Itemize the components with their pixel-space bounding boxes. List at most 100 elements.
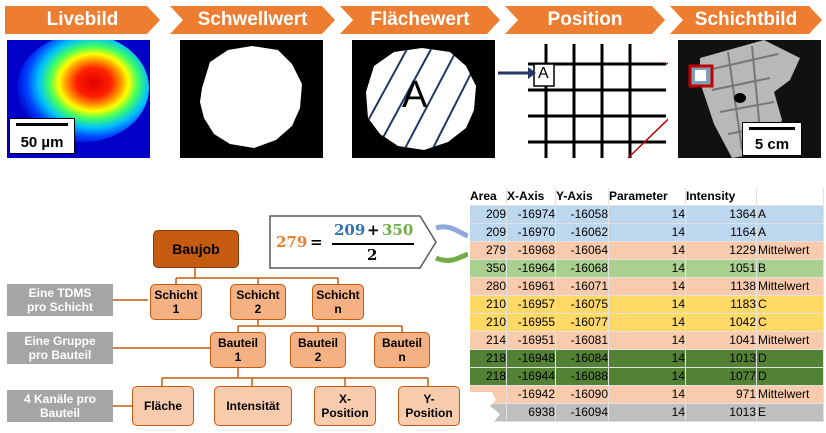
col-header-parameter: Parameter — [608, 188, 686, 206]
table-cell: -16090 — [555, 385, 609, 404]
threshold-blob — [200, 46, 302, 148]
table-cell: 1229 — [685, 241, 757, 260]
node-x-position: X- Position — [314, 386, 376, 426]
node-intensitaet: Intensität — [214, 386, 292, 426]
position-grid — [498, 44, 689, 159]
step-flaechewert: Flächewert — [340, 6, 500, 34]
hierarchy-connectors — [113, 268, 429, 407]
table-cell: -16084 — [555, 349, 609, 368]
table-header-row: Area X-Axis Y-Axis Parameter Intensity — [470, 188, 824, 206]
table-cell: 1364 — [685, 205, 757, 224]
table-cell: 14 — [608, 205, 686, 224]
formula-a: 209 — [334, 221, 366, 239]
formula: 279 = 209 + 350 2 — [272, 218, 414, 268]
table-cell: -16058 — [555, 205, 609, 224]
table-cell: 350 — [470, 259, 507, 278]
col-header-label — [756, 188, 824, 206]
node-schicht-2: Schicht 2 — [230, 284, 286, 320]
table-cell: -16942 — [506, 385, 556, 404]
table-cell: 14 — [608, 403, 686, 422]
table-cell: 218 — [470, 367, 507, 386]
col-header-y-axis: Y-Axis — [555, 188, 609, 206]
col-header-x-axis: X-Axis — [506, 188, 556, 206]
table-cell: -16088 — [555, 367, 609, 386]
table-cell: 1042 — [685, 313, 757, 332]
data-table: Area X-Axis Y-Axis Parameter Intensity 2… — [470, 188, 824, 422]
step-label: Schwellwert — [197, 9, 308, 30]
scale-label: 5 cm — [754, 136, 790, 153]
table-cell: Mittelwert — [756, 385, 824, 404]
table-cell: 209 — [470, 223, 507, 242]
step-livebild: Livebild — [5, 6, 160, 34]
table-cell: -16944 — [506, 367, 556, 386]
table-cell: 14 — [608, 241, 686, 260]
table-cell: 1013 — [685, 403, 757, 422]
formula-divisor: 2 — [367, 246, 378, 264]
table-cell: 14 — [608, 259, 686, 278]
fraction-bar — [332, 243, 414, 245]
table-cell: -16062 — [555, 223, 609, 242]
table-cell: -16071 — [555, 277, 609, 296]
step-position: Position — [505, 6, 665, 34]
node-flaeche: Fläche — [132, 386, 194, 426]
formula-callout — [269, 215, 468, 269]
scale-bar-5cm: 5 cm — [742, 122, 802, 156]
table-cell: 214 — [470, 331, 507, 350]
schichtbild-image: 5 cm — [678, 40, 821, 158]
table-cell: -16964 — [506, 259, 556, 278]
table-cell: 14 — [608, 223, 686, 242]
table-cell: 1138 — [685, 277, 757, 296]
table-cell: 971 — [685, 385, 757, 404]
side-label-kanaele: 4 Kanäle pro Bauteil — [7, 390, 113, 422]
table-cell: B — [756, 259, 824, 278]
table-cell: D — [756, 349, 824, 368]
table-cell: 279 — [470, 241, 507, 260]
node-schicht-1: Schicht 1 — [150, 284, 202, 320]
table-cell: Mittelwert — [756, 241, 824, 260]
node-bauteil-1: Bauteil 1 — [210, 332, 266, 368]
table-cell: 14 — [608, 313, 686, 332]
table-cell: 1041 — [685, 331, 757, 350]
table-cell: -16948 — [506, 349, 556, 368]
table-cell: -16974 — [506, 205, 556, 224]
step-label: Flächewert — [370, 9, 470, 30]
side-label-tdms: Eine TDMS pro Schicht — [7, 284, 113, 316]
table-cell: 14 — [608, 367, 686, 386]
table-cell: -16968 — [506, 241, 556, 260]
table-cell: 14 — [608, 295, 686, 314]
scale-label: 50 µm — [20, 134, 64, 151]
table-cell: -16064 — [555, 241, 609, 260]
node-baujob: Baujob — [153, 230, 239, 268]
col-header-intensity: Intensity — [685, 188, 757, 206]
table-cell: A — [756, 223, 824, 242]
table-cell: 6938 — [506, 403, 556, 422]
table-cell: -16955 — [506, 313, 556, 332]
schwellwert-image — [180, 40, 323, 158]
heatmap-graphic — [7, 40, 150, 158]
table-cell: -16961 — [506, 277, 556, 296]
step-label: Position — [547, 9, 623, 30]
position-grid-panel: A — [498, 40, 689, 160]
table-torn-corner — [470, 392, 504, 433]
table-cell: E — [756, 403, 824, 422]
side-label-gruppe: Eine Gruppe pro Bauteil — [7, 332, 113, 364]
scale-bar-50um: 50 µm — [9, 118, 75, 154]
step-label: Livebild — [46, 9, 119, 30]
formula-equals: = — [310, 233, 323, 251]
table-cell: 14 — [608, 349, 686, 368]
node-bauteil-n: Bauteil n — [374, 332, 430, 368]
table-cell: 210 — [470, 295, 507, 314]
table-cell: -16068 — [555, 259, 609, 278]
formula-b: 350 — [382, 221, 414, 239]
step-schichtbild: Schichtbild — [670, 6, 822, 34]
table-cell: C — [756, 295, 824, 314]
